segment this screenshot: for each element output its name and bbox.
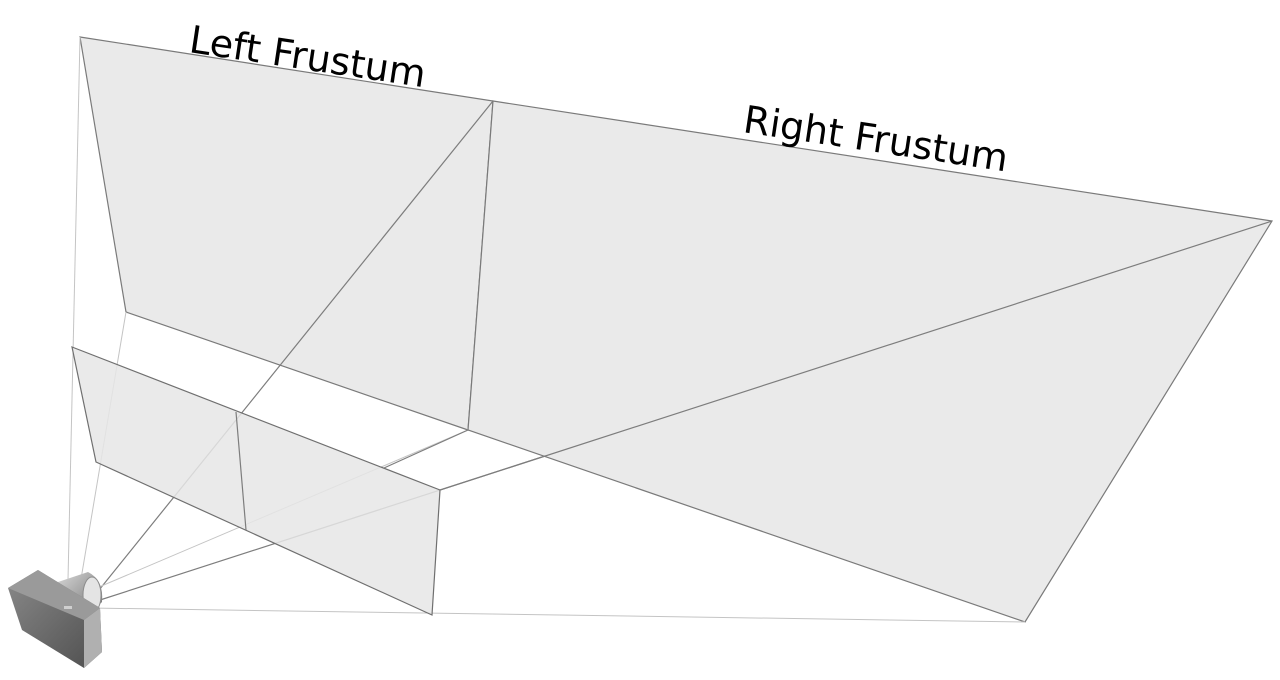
left-frustum-far-plane bbox=[79, 36, 494, 431]
ray-bottom-right bbox=[89, 607, 1026, 623]
near-to-far-connector bbox=[383, 429, 469, 469]
left-frustum-diagonal bbox=[94, 100, 494, 596]
right-frustum-far-plane bbox=[467, 100, 1273, 623]
near-plane bbox=[71, 346, 441, 616]
ray-top-left bbox=[67, 36, 81, 581]
near-to-far-connector-right bbox=[439, 455, 546, 491]
near-plane-divider bbox=[235, 411, 247, 531]
camera-icon bbox=[8, 570, 103, 668]
